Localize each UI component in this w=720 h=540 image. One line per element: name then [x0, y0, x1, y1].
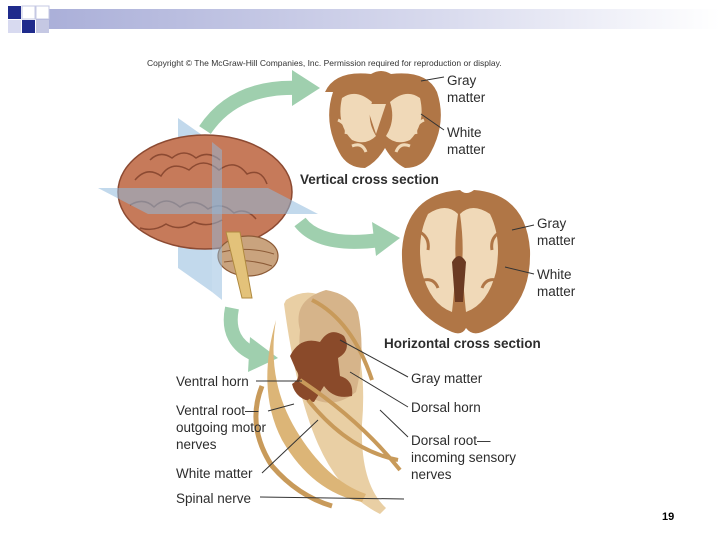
leader-lines	[256, 76, 535, 500]
arrow-to-spinal	[223, 306, 278, 372]
page-number: 19	[662, 511, 675, 523]
gray-matter-label: Gray matter	[411, 371, 483, 386]
white-matter-label: White matter	[176, 466, 253, 481]
ventral-horn-label: Ventral horn	[176, 374, 249, 389]
copyright-notice: Copyright © The McGraw-Hill Companies, I…	[147, 58, 502, 68]
leader-horiz-gray	[511, 224, 535, 231]
horizontal-cross-section	[401, 190, 531, 334]
leader-vert-white	[420, 113, 445, 131]
leader-ventral-root	[267, 403, 295, 412]
leader-dorsal-horn	[349, 371, 409, 408]
leader-horiz-white	[504, 266, 535, 275]
spinal-cord	[253, 290, 402, 514]
vertical-section-title: Vertical cross section	[300, 172, 439, 187]
ventral-root-label: Ventral root— outgoing motor nerves	[176, 403, 267, 452]
leader-vert-gray	[420, 76, 445, 82]
dorsal-horn-label: Dorsal horn	[411, 400, 481, 415]
leader-spinal-nerve	[259, 496, 405, 500]
arrow-to-vertical	[199, 70, 320, 135]
spinal-nerve-label: Spinal nerve	[176, 491, 252, 506]
arrow-to-horizontal	[294, 217, 400, 256]
leader-white-matter	[261, 419, 319, 474]
leader-dorsal-root	[379, 409, 409, 438]
vertical-cross-section	[325, 71, 441, 168]
header-decoration	[8, 5, 720, 33]
horizontal-section-title: Horizontal cross section	[384, 336, 541, 351]
dorsal-root-label: Dorsal root— incoming sensory nerves	[411, 433, 517, 482]
leader-gray-matter	[339, 339, 409, 378]
brain-3d	[98, 118, 318, 300]
